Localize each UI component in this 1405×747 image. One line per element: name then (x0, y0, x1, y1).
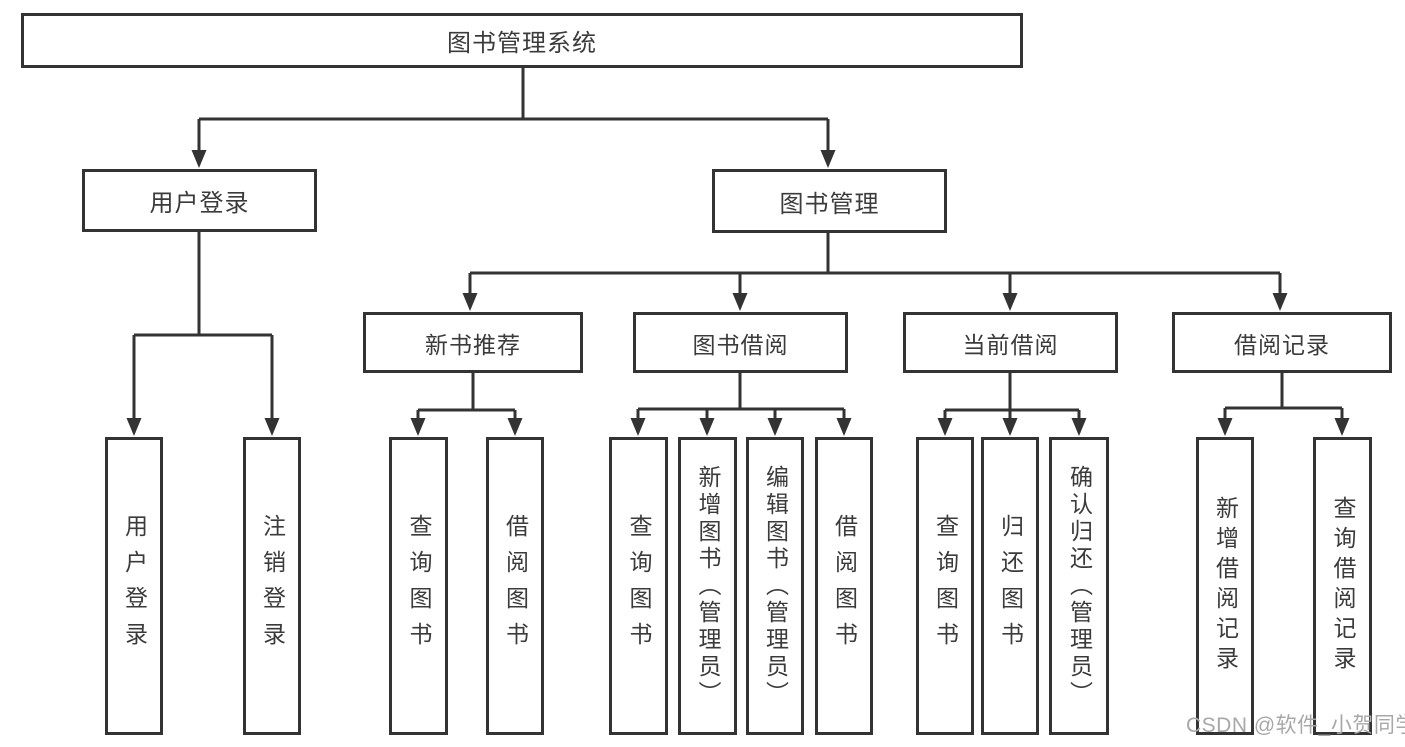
node-user-login: 用户登录 (82, 169, 317, 232)
watermark: CSDN @软件_小贺同学 (1186, 714, 1405, 737)
leaf-records-add-record-label: 新增借阅记录 (1212, 496, 1239, 676)
node-root: 图书管理系统 (21, 13, 1023, 68)
leaf-recommend-borrow-books: 借阅图书 (486, 437, 544, 735)
leaf-current-return-books: 归还图书 (981, 437, 1039, 735)
leaf-records-add-record: 新增借阅记录 (1196, 437, 1254, 735)
leaf-current-confirm-return-admin: 确认归还（管理员） (1049, 437, 1109, 735)
leaf-borrow-add-books-admin-label: 新增图书（管理员） (695, 464, 721, 708)
leaf-current-confirm-return-admin-label: 确认归还（管理员） (1066, 464, 1093, 708)
leaf-borrow-borrow-books: 借阅图书 (815, 437, 873, 735)
node-book-borrow: 图书借阅 (633, 312, 848, 373)
leaf-logout-login-label: 注销登录 (259, 514, 286, 658)
leaf-borrow-borrow-books-label: 借阅图书 (831, 514, 858, 658)
node-current-borrow: 当前借阅 (903, 312, 1118, 373)
leaf-borrow-query-books: 查询图书 (609, 437, 668, 735)
node-book-management: 图书管理 (712, 169, 947, 233)
node-book-management-label: 图书管理 (779, 190, 880, 218)
leaf-user-login: 用户登录 (105, 437, 163, 735)
leaf-user-login-label: 用户登录 (121, 514, 148, 658)
leaf-records-query-record: 查询借阅记录 (1313, 437, 1372, 735)
node-user-login-label: 用户登录 (149, 190, 250, 217)
leaf-logout-login: 注销登录 (243, 437, 301, 735)
leaf-borrow-edit-books-admin: 编辑图书（管理员） (746, 437, 804, 735)
leaf-current-query-books-label: 查询图书 (932, 514, 959, 658)
node-book-borrow-label: 图书借阅 (692, 331, 789, 358)
node-borrow-records: 借阅记录 (1172, 312, 1392, 373)
leaf-recommend-query-books: 查询图书 (389, 437, 448, 735)
leaf-current-query-books: 查询图书 (916, 437, 974, 735)
node-current-borrow-label: 当前借阅 (962, 331, 1059, 358)
node-new-book-recommend: 新书推荐 (363, 312, 583, 373)
leaf-recommend-borrow-books-label: 借阅图书 (502, 514, 529, 658)
node-new-book-recommend-label: 新书推荐 (425, 331, 521, 358)
leaf-current-return-books-label: 归还图书 (997, 514, 1024, 658)
node-root-label: 图书管理系统 (447, 30, 597, 57)
leaf-borrow-add-books-admin: 新增图书（管理员） (678, 437, 737, 735)
leaf-recommend-query-books-label: 查询图书 (406, 514, 432, 658)
node-borrow-records-label: 借阅记录 (1234, 331, 1330, 358)
leaf-borrow-edit-books-admin-label: 编辑图书（管理员） (762, 464, 789, 708)
leaf-records-query-record-label: 查询借阅记录 (1330, 496, 1356, 676)
leaf-borrow-query-books-label: 查询图书 (626, 514, 652, 658)
